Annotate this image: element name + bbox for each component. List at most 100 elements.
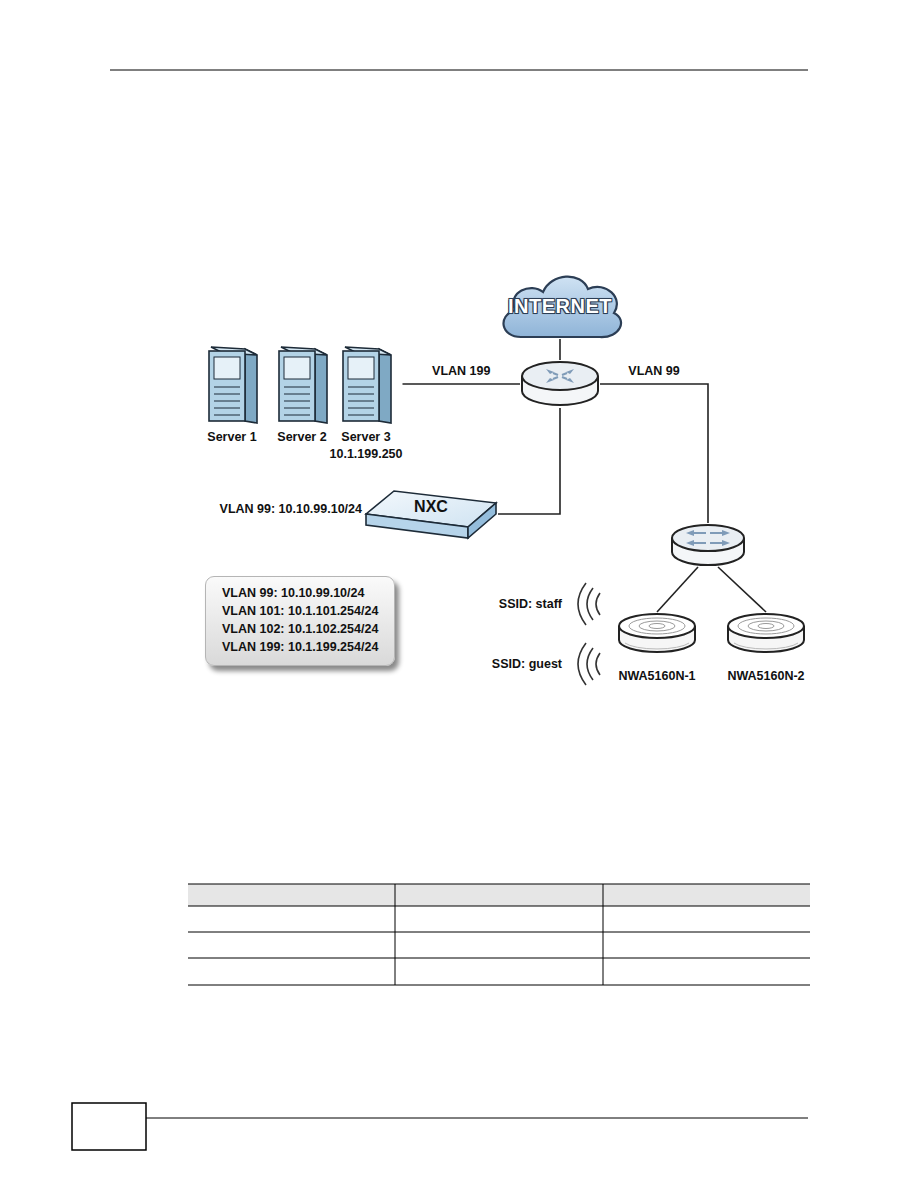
vlan-link-label: VLAN 199 [432, 364, 490, 379]
table-rule [188, 958, 810, 959]
page-number-box [72, 1103, 146, 1150]
graphic-part [284, 408, 310, 409]
graphic-part [553, 373, 558, 375]
table-rule [603, 884, 604, 985]
graphic-part [279, 351, 315, 421]
table-header-row [188, 884, 810, 906]
signal-arc [578, 583, 586, 625]
graphic-part [619, 626, 695, 652]
vlan-info-box: VLAN 99: 10.10.99.10/24VLAN 101: 10.1.10… [205, 576, 395, 666]
graphic-part [348, 394, 374, 395]
node-label: VLAN 99: 10.10.99.10/24 [222, 584, 378, 602]
switch-icon [670, 523, 746, 567]
ssid-label: SSID: guest [492, 657, 562, 672]
graphic-part [738, 618, 794, 634]
network-link [657, 567, 698, 612]
router-icon [520, 360, 600, 408]
table-rule [188, 985, 810, 986]
graphic-part [284, 387, 310, 415]
controller-box: NXC [364, 488, 498, 540]
graphic-part [214, 401, 240, 402]
header-rule [110, 70, 808, 71]
graphic-part [728, 614, 804, 638]
node-label: Server 2 [277, 430, 326, 446]
graphic-part [504, 277, 622, 337]
graphic-part [522, 362, 598, 390]
graphic-part [546, 378, 554, 383]
server-icon-graphic [275, 345, 329, 425]
graphic-part [366, 514, 468, 538]
node-label: NXC [404, 497, 458, 517]
access-point-icon: NWA5160N-2 [726, 612, 806, 685]
router-icon-graphic [520, 360, 600, 408]
graphic-part [245, 349, 257, 423]
node-sublabel: VLAN 199: 10.1.199.254/24 [222, 638, 378, 656]
node-sublabel: VLAN 101: 10.1.101.254/24 [222, 602, 378, 620]
graphic-part [639, 621, 675, 631]
ssid-label: SSID: staff [499, 597, 562, 612]
controller-box-graphic [364, 488, 498, 540]
vlan-address-label: VLAN 99: 10.10.99.10/24 [220, 502, 362, 517]
switch-icon-graphic [670, 523, 746, 567]
graphic-part [281, 347, 327, 355]
graphic-part [734, 643, 798, 649]
graphic-part [284, 394, 310, 395]
graphic-part [211, 347, 257, 355]
internet-cloud-graphic [495, 268, 625, 339]
graphic-part [649, 624, 665, 629]
graphic-part [214, 387, 240, 388]
graphic-part [348, 387, 374, 415]
node-sublabel: VLAN 102: 10.1.102.254/24 [222, 620, 378, 638]
graphic-part [710, 542, 722, 544]
vlan-link-label: VLAN 99 [628, 364, 679, 379]
network-link [718, 567, 766, 612]
graphic-part [214, 387, 240, 415]
graphic-part [553, 377, 558, 379]
server-icon-graphic [205, 345, 259, 425]
graphic-part [694, 533, 722, 543]
graphic-part [343, 351, 379, 421]
graphic-part [672, 538, 744, 565]
node-label: Server 1 [207, 430, 256, 446]
graphic-part [348, 401, 374, 402]
graphic-part [566, 378, 574, 383]
network-link [559, 339, 561, 360]
graphic-part [629, 618, 685, 634]
graphic-part [345, 347, 391, 355]
graphic-part [562, 373, 567, 375]
signal-arc [596, 593, 600, 615]
access-point-icon-graphic [617, 612, 697, 656]
network-link [498, 408, 560, 514]
graphic-part [348, 415, 374, 416]
graphic-part [629, 618, 685, 634]
graphic-part [553, 373, 567, 379]
graphic-part [284, 415, 310, 416]
graphic-part [566, 369, 574, 374]
graphic-part [348, 357, 374, 379]
graphic-part [722, 540, 730, 546]
graphic-part [710, 532, 722, 534]
graphic-part [748, 621, 784, 631]
graphic-part [562, 377, 567, 379]
server-icon: Server 1 [205, 345, 259, 446]
server-icon: Server 310.1.199.250 [330, 345, 403, 462]
graphic-part [214, 415, 240, 416]
graphic-part [522, 376, 598, 405]
table-rule [188, 884, 810, 885]
graphic-part [619, 614, 695, 638]
signal-arc [587, 588, 593, 620]
network-link [600, 384, 708, 523]
graphic-part [468, 503, 496, 538]
signal-arc [587, 648, 593, 680]
access-point-icon: NWA5160N-1 [617, 612, 697, 685]
graphic-part [284, 401, 310, 402]
graphic-part [209, 351, 245, 421]
graphic-part [214, 394, 240, 395]
table-rule [395, 884, 396, 985]
graphic-part [672, 525, 744, 551]
node-sublabel: 10.1.199.250 [330, 447, 403, 463]
